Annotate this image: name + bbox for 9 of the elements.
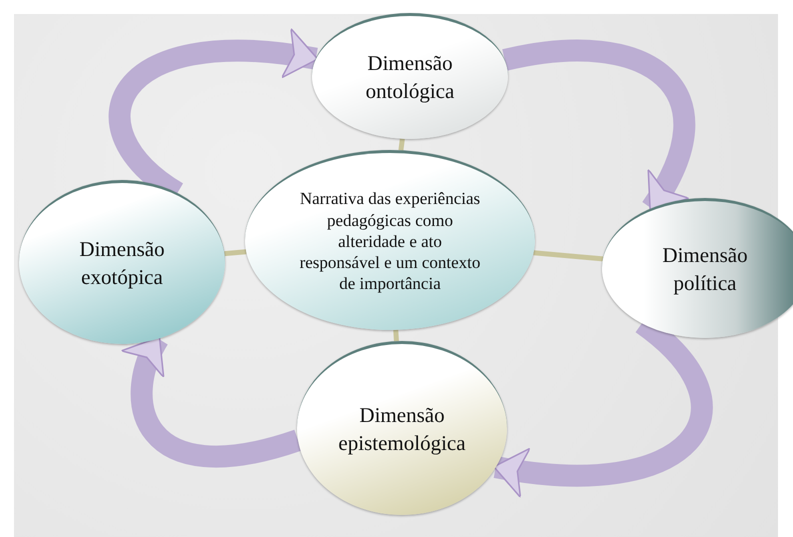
- connector-line: [398, 138, 405, 151]
- connector-line: [533, 250, 604, 262]
- connector-line: [224, 249, 246, 256]
- node-label: Dimensão ontológica: [364, 50, 456, 104]
- node-label: Dimensão exotópica: [78, 236, 166, 290]
- node-label: Dimensão epistemológica: [337, 402, 467, 456]
- center-text: Narrativa das experiências pedagógicas como alteridade e ato responsável e um contexto de importância: [298, 188, 482, 295]
- connector-line: [393, 330, 399, 342]
- node-label: Dimensão política: [661, 242, 749, 296]
